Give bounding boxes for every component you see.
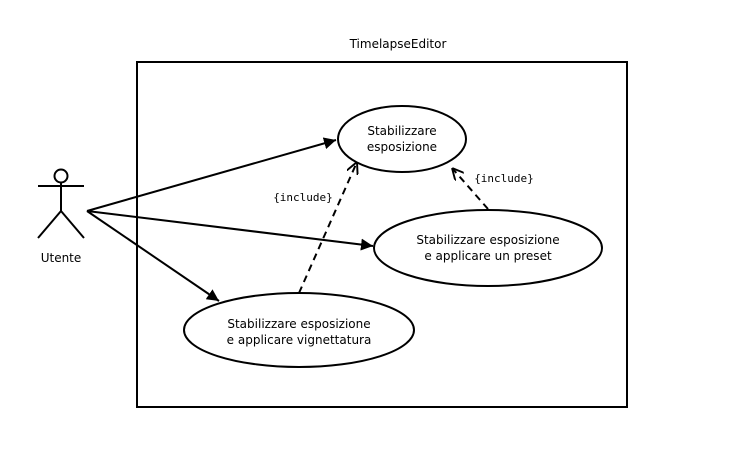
use-case-1-line-1: Stabilizzare [367,124,436,138]
use-case-1-line-2: esposizione [367,140,437,154]
use-case-2-line-2: e applicare un preset [424,249,552,263]
include-label-uc2: {include} [474,172,534,185]
use-case-stabilize-vignette[interactable]: Stabilizzare esposizione e applicare vig… [183,292,415,368]
association-uc3 [86,210,220,302]
use-case-3-line-1: Stabilizzare esposizione [227,317,370,331]
include-uc3-to-uc1 [298,162,357,294]
use-case-3-line-2: e applicare vignettatura [227,333,372,347]
include-uc2-to-uc1 [452,168,489,210]
use-case-stabilize-preset[interactable]: Stabilizzare esposizione e applicare un … [373,209,603,287]
association-uc2 [86,210,374,251]
system-title: TimelapseEditor [349,37,447,51]
association-uc1 [86,137,337,212]
use-case-stabilize-exposure[interactable]: Stabilizzare esposizione [337,105,467,173]
system-boundary [136,61,628,408]
actor-figure[interactable] [37,168,85,239]
use-case-2-line-1: Stabilizzare esposizione [416,233,559,247]
actor-label: Utente [41,251,82,265]
include-label-uc3: {include} [273,191,333,204]
